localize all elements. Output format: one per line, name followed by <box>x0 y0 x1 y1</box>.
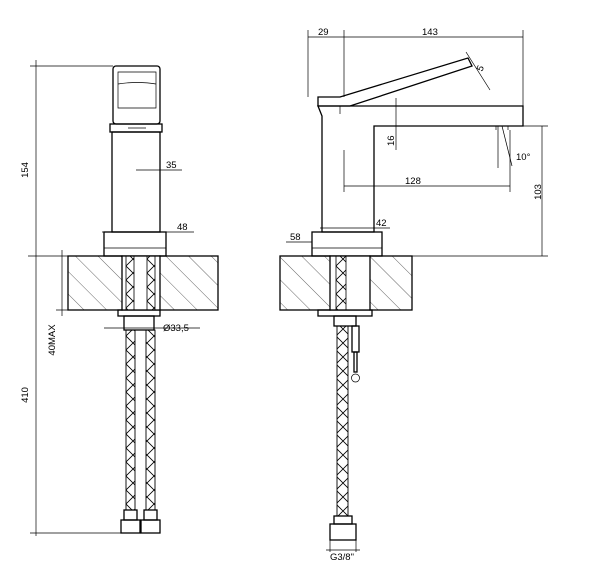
svg-text:154: 154 <box>20 162 31 178</box>
svg-text:Ø33,5: Ø33,5 <box>163 323 189 334</box>
front-flexible-hoses <box>120 329 161 534</box>
dim-base-width: 48 <box>102 222 194 233</box>
dim-deck-thickness: 40MAX <box>47 250 118 356</box>
dim-spout-height: 103 <box>412 125 548 257</box>
svg-text:143: 143 <box>422 27 438 38</box>
side-flexible-hose <box>329 325 360 541</box>
svg-text:42: 42 <box>376 218 387 229</box>
svg-text:40MAX: 40MAX <box>47 324 58 356</box>
dim-base-height: 58 <box>286 232 312 243</box>
dim-connection-thread: G3/8" <box>326 540 360 563</box>
dim-base-depth: 42 <box>320 218 390 229</box>
side-view: 29 143 5 16 10° 128 <box>279 27 548 563</box>
dim-total-length: 143 <box>344 27 524 106</box>
side-faucet-body <box>311 57 524 257</box>
dim-body-width: 35 <box>136 160 182 171</box>
svg-text:103: 103 <box>533 184 544 200</box>
dim-front-height: 154 <box>20 60 113 256</box>
dim-lever-thickness: 5 <box>465 51 491 91</box>
dim-lever-offset: 29 <box>307 27 345 97</box>
dim-spout-angle: 10° <box>497 125 531 168</box>
svg-text:10°: 10° <box>516 152 531 163</box>
front-faucet-body <box>103 65 167 257</box>
svg-text:5: 5 <box>475 64 487 73</box>
svg-text:410: 410 <box>20 387 31 403</box>
front-view: 154 410 40MAX 35 48 Ø33,5 <box>20 60 219 536</box>
dim-fixing-diameter: Ø33,5 <box>104 323 200 334</box>
svg-text:16: 16 <box>386 135 397 146</box>
svg-text:35: 35 <box>166 160 177 171</box>
svg-text:G3/8": G3/8" <box>330 552 354 563</box>
svg-text:128: 128 <box>405 176 421 187</box>
svg-text:29: 29 <box>318 27 329 38</box>
svg-text:48: 48 <box>177 222 188 233</box>
dim-spout-opening: 16 <box>386 98 397 150</box>
dim-spout-reach: 128 <box>343 130 511 192</box>
dim-hose-length: 410 <box>20 255 140 536</box>
svg-text:58: 58 <box>290 232 301 243</box>
